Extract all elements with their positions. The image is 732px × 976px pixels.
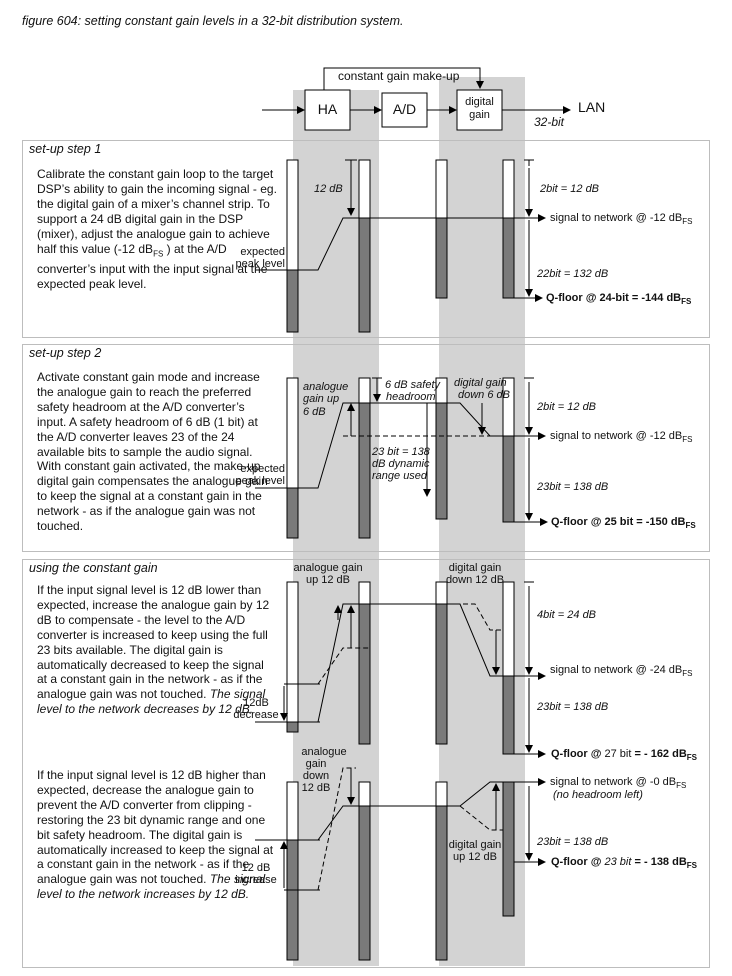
step3-increase-2: increase — [235, 874, 277, 886]
step3-qfloor2: Q-floor @ 23 bit = - 138 dBFS — [551, 856, 697, 872]
step3-qfloor2-c: = - 138 dB — [634, 856, 687, 868]
figure-caption: figure 604: setting constant gain levels… — [22, 14, 404, 28]
step1-text: Calibrate the constant gain loop to the … — [37, 167, 277, 291]
step3-increase-1: 12 dB — [241, 862, 271, 874]
step1-qfloor-sub: FS — [681, 297, 692, 307]
lan-label: LAN — [578, 99, 606, 115]
step2-signal-sub: FS — [682, 435, 693, 445]
step3-text-2-italic: The signal level to the network increase… — [37, 872, 266, 902]
step3-dig-2: down 12 dB — [445, 574, 505, 586]
step2-dyn-3: range used — [372, 470, 428, 482]
step1-qfloor: Q-floor @ 24-bit = -144 dBFS — [546, 292, 691, 308]
step3-ana-3: analogue — [301, 746, 347, 758]
step3b-graphic — [255, 767, 546, 961]
step3-ana-2: up 12 dB — [305, 574, 351, 586]
step3-ana-1: analogue gain — [293, 562, 363, 574]
step3-qfloor-sub: FS — [686, 753, 698, 763]
step3-qfloor-b: 27 bit — [604, 748, 632, 760]
step3a-graphic — [255, 581, 546, 758]
step3-noheadroom: (no headroom left) — [553, 789, 643, 801]
step2-top-label: 2bit = 12 dB — [537, 401, 597, 413]
step1-qfloor-text: Q-floor @ 24-bit = -144 dB — [546, 292, 682, 304]
step3-ana-6: 12 dB — [301, 782, 331, 794]
step3-signal2-label: signal to network @ -0 dBFS — [550, 776, 686, 792]
step3-qfloor2-b: 23 bit — [604, 856, 632, 868]
step3-qfloor2-sub: FS — [686, 861, 698, 871]
step2-qfloor: Q-floor @ 25 bit = -150 dBFS — [551, 516, 696, 532]
step2-signal-text: signal to network @ -12 dB — [550, 430, 683, 442]
step3-signal-label: signal to network @ -24 dBFS — [550, 664, 692, 680]
step2-ana-label-2: gain up — [303, 393, 340, 405]
step1-bottom-label: 22bit = 132 dB — [537, 268, 609, 280]
bitdepth-label: 32-bit — [534, 115, 565, 129]
step2-dyn-2: dB dynamic — [372, 458, 430, 470]
step3-ana-4: gain — [305, 758, 327, 770]
step3-text-1-italic: The signal level to the network decrease… — [37, 687, 266, 717]
step3-dig-4: up 12 dB — [452, 851, 498, 863]
step2-qfloor-text: Q-floor @ 25 bit = -150 dB — [551, 516, 686, 528]
step2-signal-label: signal to network @ -12 dBFS — [550, 430, 692, 446]
step3-qfloor2-a: Q-floor @ — [551, 856, 602, 868]
step3-qfloor-c: = - 162 dB — [634, 748, 687, 760]
step3-text-1-plain: If the input signal level is 12 dB lower… — [37, 583, 270, 702]
step1-gap-label: 12 dB — [314, 183, 343, 195]
step3-signal2-sub: FS — [676, 781, 687, 791]
step2-safety-1: 6 dB safety — [385, 379, 441, 391]
step3-bottom2-label: 23bit = 138 dB — [537, 836, 609, 848]
step2-title: set-up step 2 — [29, 346, 102, 360]
step3-text-2-plain: If the input signal level is 12 dB highe… — [37, 768, 274, 887]
ha-label: HA — [317, 101, 338, 117]
step2-expected: expected — [240, 463, 285, 475]
step3-bottom-label: 23bit = 138 dB — [537, 701, 609, 713]
step3-decrease-1: 12dB — [243, 697, 269, 709]
step2-peak: peak level — [235, 475, 285, 487]
ha-box — [304, 89, 351, 131]
digital-gain-label-1: digital — [465, 96, 494, 108]
step1-top-label: 2bit = 12 dB — [540, 183, 600, 195]
step1-signal-text: signal to network @ -12 dB — [550, 212, 683, 224]
step1-signal-sub: FS — [682, 217, 693, 227]
step1-peak: peak level — [235, 258, 285, 270]
step2-dig-1: digital gain — [454, 377, 507, 389]
loop-label: constant gain make-up — [338, 69, 460, 83]
step1-expected: expected — [240, 246, 285, 258]
digital-gain-label-2: gain — [469, 109, 490, 121]
step2-graphic — [255, 377, 548, 539]
ad-label: A/D — [392, 101, 417, 117]
step2-text: Activate constant gain mode and increase… — [37, 370, 268, 534]
step3-qfloor: Q-floor @ 27 bit = - 162 dBFS — [551, 748, 697, 764]
step1-title: set-up step 1 — [29, 142, 102, 156]
step3-qfloor-a: Q-floor @ — [551, 748, 602, 760]
panel-setup-step-1 — [22, 140, 710, 338]
step3-text-2: If the input signal level is 12 dB highe… — [37, 768, 277, 902]
step2-safety-2: headroom — [386, 391, 436, 403]
step3-signal2-text: signal to network @ -0 dB — [550, 776, 677, 788]
panel-using-constant-gain — [22, 559, 710, 968]
signal-chain — [262, 67, 571, 131]
step3-title: using the constant gain — [29, 561, 158, 575]
step3-dig-1: digital gain — [448, 562, 502, 574]
step2-bottom-label: 23bit = 138 dB — [537, 481, 609, 493]
step3-dig-3: digital gain — [448, 839, 502, 851]
step1-signal-label: signal to network @ -12 dBFS — [550, 212, 692, 228]
step3-signal-text: signal to network @ -24 dB — [550, 664, 683, 676]
step2-ana-label-3: 6 dB — [303, 406, 326, 418]
panel-setup-step-2 — [22, 344, 710, 552]
step1-graphic — [255, 159, 546, 333]
step3-text-1: If the input signal level is 12 dB lower… — [37, 583, 277, 717]
step3-ana-5: down — [302, 770, 330, 782]
step2-dyn-1: 23 bit = 138 — [372, 446, 430, 458]
step2-ana-label-1: analogue — [303, 381, 349, 393]
step3-top-label: 4bit = 24 dB — [537, 609, 597, 621]
step3-signal-sub: FS — [682, 669, 693, 679]
step2-dig-2: down 6 dB — [458, 389, 510, 401]
digital-gain-box — [456, 89, 503, 131]
step2-qfloor-sub: FS — [685, 521, 696, 531]
step3-decrease-2: decrease — [233, 709, 279, 721]
